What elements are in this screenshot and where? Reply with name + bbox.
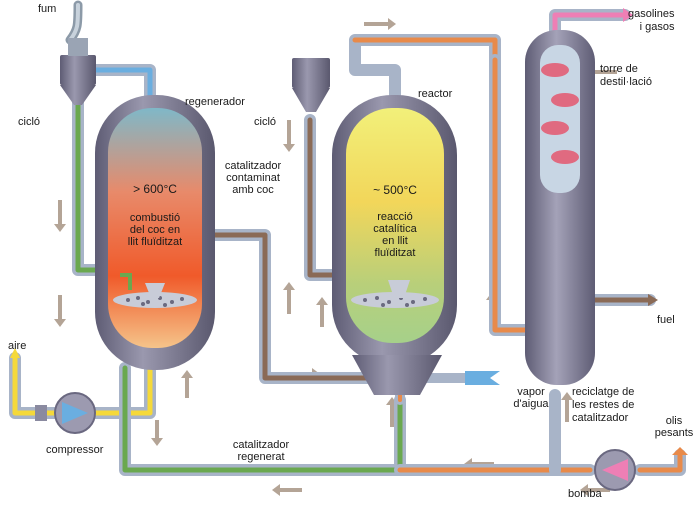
label-combustio: combustió del coc en llit fluïditzat bbox=[127, 212, 183, 248]
label-catalitzador-regenerat: catalitzador regenerat bbox=[232, 439, 290, 463]
label-torre: torre de destil·lació bbox=[600, 63, 652, 88]
label-vapor: vapor d'aigua bbox=[513, 386, 549, 410]
pump-graphic bbox=[594, 449, 636, 491]
label-gasolines: gasolines i gasos bbox=[628, 8, 675, 33]
label-aire: aire bbox=[8, 340, 27, 352]
cyclone-left bbox=[60, 38, 96, 105]
label-fuel: fuel bbox=[657, 314, 675, 326]
label-reciclatge: reciclatge de les restes de catalitzador bbox=[572, 386, 635, 424]
label-reactor: reactor bbox=[418, 88, 453, 100]
label-bomba: bomba bbox=[568, 488, 602, 500]
distillation-tower bbox=[525, 30, 595, 385]
label-regenerador: regenerador bbox=[185, 96, 245, 108]
label-ciclo-right: cicló bbox=[254, 116, 277, 128]
label-temp-reactor: ~ 500°C bbox=[373, 183, 417, 197]
label-ciclo-left: cicló bbox=[18, 116, 41, 128]
reactor-vessel bbox=[332, 95, 457, 395]
label-compressor: compressor bbox=[46, 444, 104, 456]
compressor-graphic bbox=[35, 392, 96, 434]
label-temp-regenerador: > 600°C bbox=[133, 182, 177, 196]
label-catalitzador-contaminat: catalitzador contaminat amb coc bbox=[224, 160, 282, 196]
label-reaccio: reacció catalítica en llit fluïditzat bbox=[373, 211, 417, 259]
label-fum: fum bbox=[38, 3, 57, 15]
label-olis: olis pesants bbox=[654, 415, 694, 439]
regenerator-vessel bbox=[95, 95, 215, 370]
inlet-arrows bbox=[10, 8, 688, 455]
cyclone-right bbox=[292, 58, 330, 112]
